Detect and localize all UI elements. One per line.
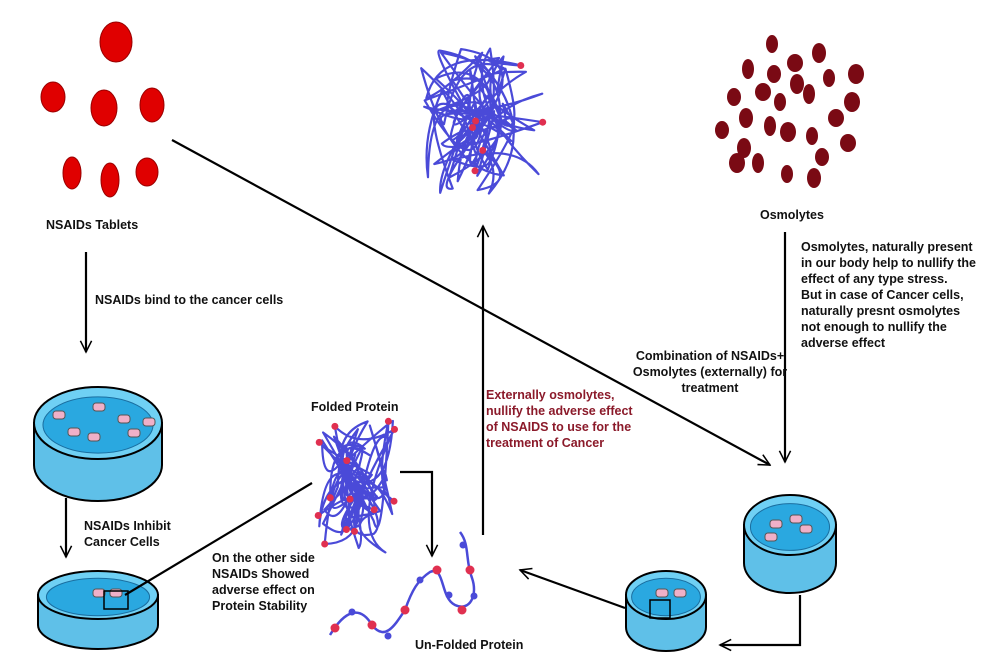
osmolyte-icon: [840, 134, 856, 152]
petri-dish-inhibited: [37, 570, 159, 650]
tablet-icon: [62, 156, 82, 190]
arrow-tablets-to-combination-dish: [171, 139, 770, 466]
osmolyte-icon: [781, 165, 793, 183]
protein-structures: [314, 47, 547, 640]
cell-icon: [117, 414, 131, 424]
osmolyte-icon: [729, 153, 745, 173]
cell-icon: [655, 588, 669, 598]
osmolyte-icon: [787, 54, 803, 72]
tablet-icon: [99, 21, 133, 63]
osmolyte-icon: [764, 116, 776, 136]
petri-dish-cancer-cells: [33, 386, 163, 502]
osmolyte-icon: [848, 64, 864, 84]
label-osmolytes: Osmolytes: [760, 208, 824, 222]
osmolyte-icon: [715, 121, 729, 139]
label-combination: Combination of NSAIDs+ Osmolytes (extern…: [632, 349, 788, 395]
unfolded-protein-icon: [328, 531, 478, 640]
osmolyte-icon: [727, 88, 741, 106]
osmolyte-icon: [815, 148, 829, 166]
osmolyte-icon: [774, 93, 786, 111]
cell-icon: [127, 428, 141, 438]
label-nsaids-bind: NSAIDs bind to the cancer cells: [95, 293, 284, 307]
osmolyte-icon: [752, 153, 764, 173]
cell-icon: [764, 532, 778, 542]
osmolyte-icon: [844, 92, 860, 112]
label-externally-osmolytes: Externally osmolytes, nullify the advers…: [486, 388, 633, 450]
osmolytes-icon: [715, 35, 864, 188]
cell-icon: [92, 588, 106, 598]
osmolyte-icon: [742, 59, 754, 79]
osmolyte-icon: [812, 43, 826, 63]
arrows: [66, 139, 802, 645]
osmolyte-icon: [766, 35, 778, 53]
osmolyte-icon: [806, 127, 818, 145]
label-nsaids-inhibit: NSAIDs Inhibit Cancer Cells: [84, 519, 171, 549]
osmolyte-icon: [828, 109, 844, 127]
tablet-icon: [135, 157, 159, 187]
label-folded-protein: Folded Protein: [311, 400, 399, 414]
osmolyte-icon: [807, 168, 821, 188]
arrow-folded-to-unfolded: [400, 470, 432, 556]
osmolyte-icon: [739, 108, 753, 128]
petri-dish-small: [625, 570, 707, 652]
cell-icon: [769, 519, 783, 529]
osmolyte-icon: [790, 74, 804, 94]
cell-icon: [109, 588, 123, 598]
petri-dishes: [33, 386, 837, 652]
tablet-icon: [139, 87, 165, 123]
folded-protein-icon: [314, 417, 398, 554]
osmolyte-icon: [780, 122, 796, 142]
label-unfolded-protein: Un-Folded Protein: [415, 638, 524, 652]
cell-icon: [789, 514, 803, 524]
cell-icon: [52, 410, 66, 420]
tablet-icon: [90, 89, 118, 127]
osmolyte-icon: [767, 65, 781, 83]
cell-icon: [87, 432, 101, 442]
label-nsaids-tablets: NSAIDs Tablets: [46, 218, 139, 232]
cell-icon: [142, 417, 156, 427]
line-dish-to-folded: [124, 482, 313, 596]
osmolyte-icon: [737, 138, 751, 158]
nsaid-tablets-icon: [40, 21, 165, 198]
tablet-icon: [40, 81, 66, 113]
petri-dish-combination: [743, 494, 837, 594]
label-osmolytes-note: Osmolytes, naturally present in our body…: [801, 240, 976, 350]
cell-icon: [92, 402, 106, 412]
cell-icon: [673, 588, 687, 598]
cell-icon: [799, 524, 813, 534]
arrow-small-dish-to-unfolded: [520, 570, 626, 610]
label-other-side: On the other side NSAIDs Showed adverse …: [212, 551, 315, 613]
osmolyte-icon: [755, 83, 771, 101]
arrow-dish-down-left: [720, 595, 802, 645]
osmolyte-icon: [823, 69, 835, 87]
cell-icon: [67, 427, 81, 437]
protein-top-folded: [420, 47, 547, 195]
osmolyte-icon: [803, 84, 815, 104]
tablet-icon: [100, 162, 120, 198]
